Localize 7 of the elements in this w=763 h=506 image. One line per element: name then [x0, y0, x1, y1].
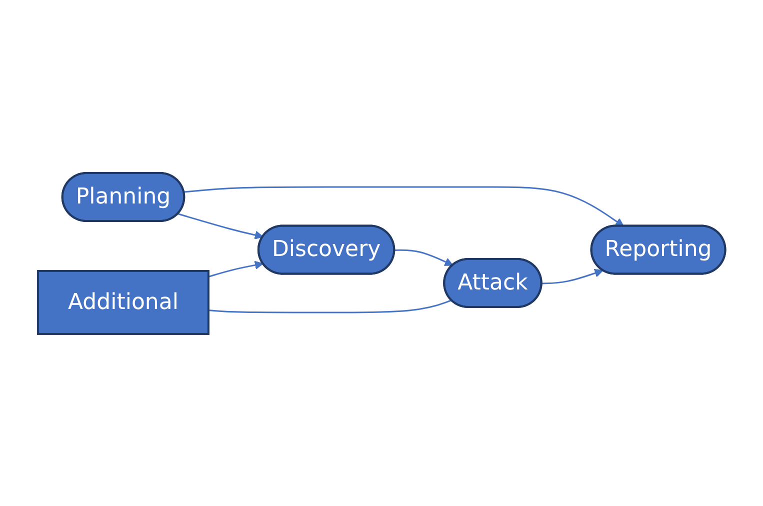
arrow — [208, 260, 264, 277]
connector — [208, 299, 452, 313]
arrow — [178, 212, 264, 239]
arrow — [542, 268, 604, 284]
node-box: Additional — [36, 270, 210, 334]
arrow — [184, 186, 624, 226]
arrow — [394, 248, 454, 266]
